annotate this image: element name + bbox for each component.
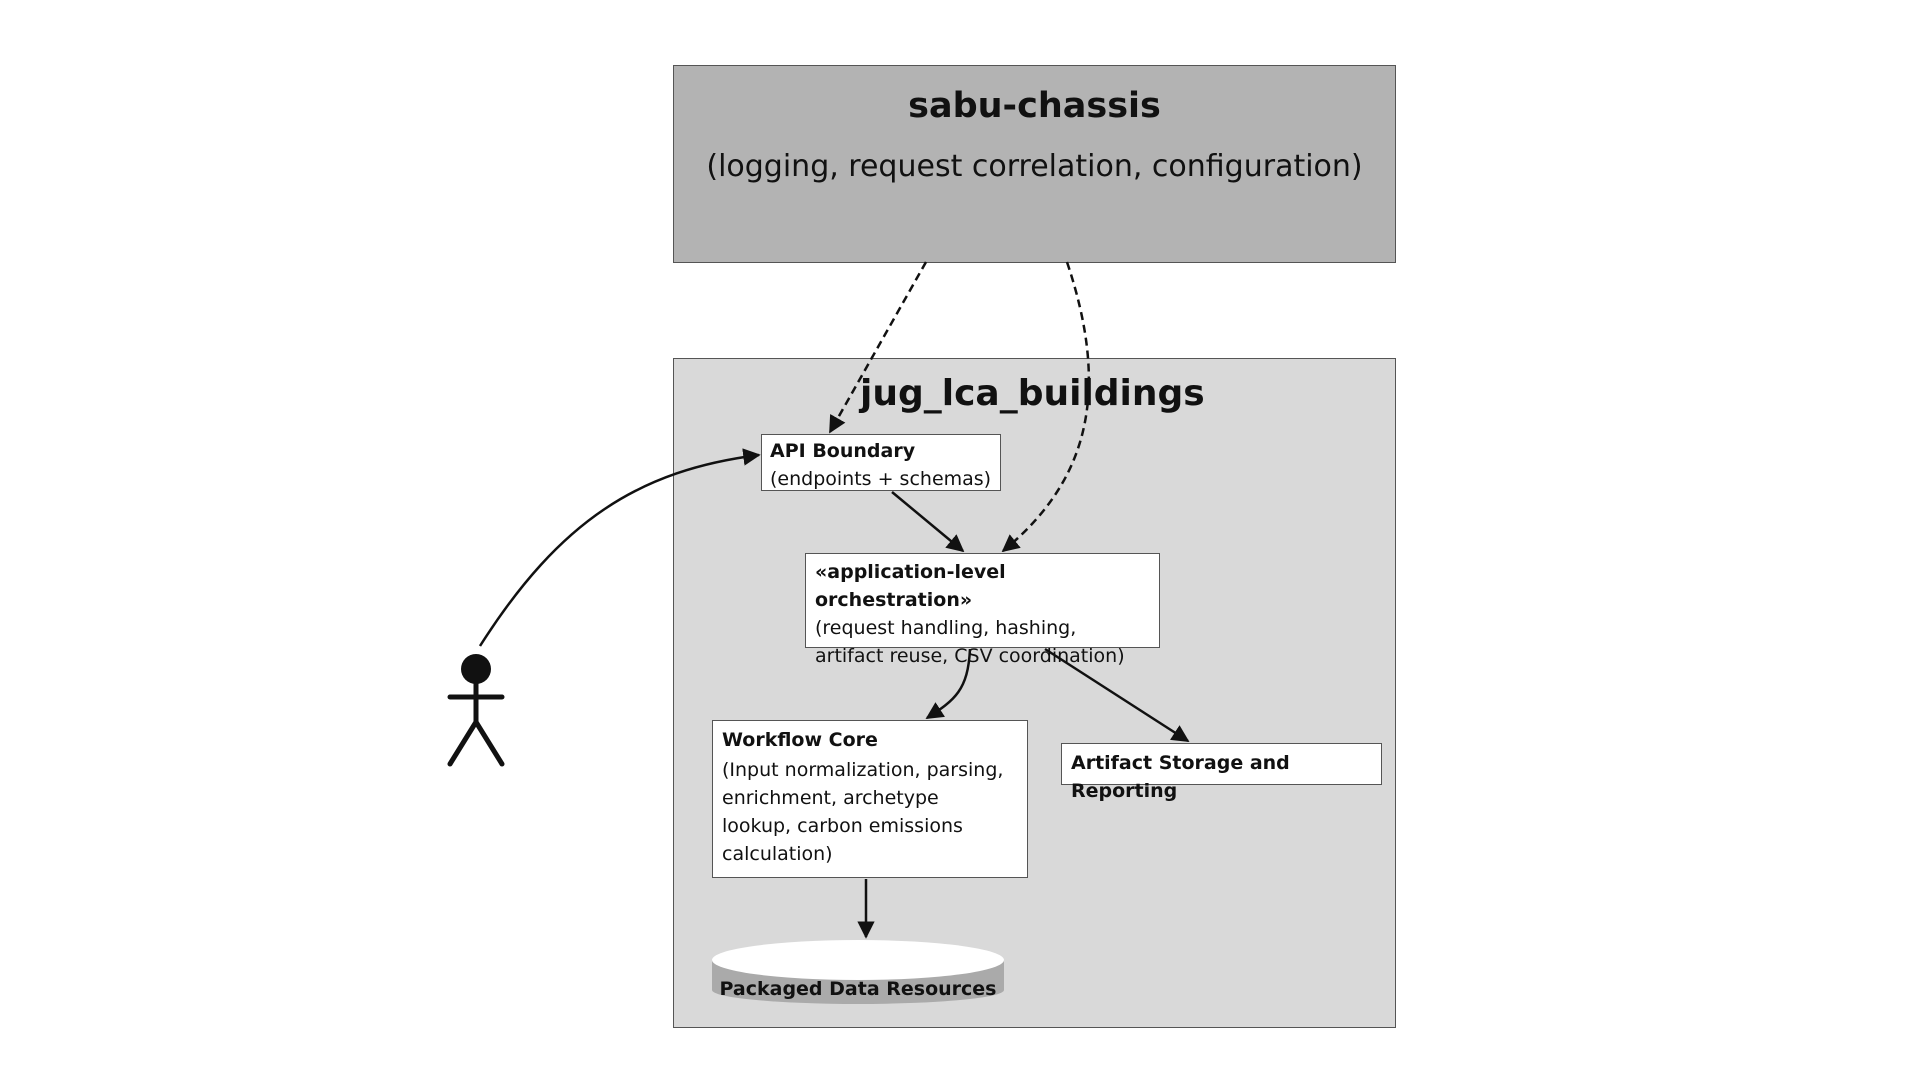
chassis-title: sabu-chassis [908,86,1161,126]
api-boundary-node: API Boundary (endpoints + schemas) [761,434,1001,491]
artifact-storage-node: Artifact Storage and Reporting [1061,743,1382,802]
workflow-core-line: lookup, carbon emissions [722,815,963,837]
artifact-storage-title: Artifact Storage and Reporting [1071,752,1290,802]
sabu-chassis-container: sabu-chassis (logging, request correlati… [673,65,1396,263]
orchestration-title: «application-level orchestration» [815,561,1006,611]
orchestration-line: (request handling, hashing, [815,617,1077,639]
workflow-core-title: Workflow Core [722,729,878,751]
arrow-api-to-orchestration [891,491,965,553]
api-boundary-title: API Boundary [770,440,916,462]
workflow-core-node: Workflow Core (Input normalization, pars… [712,720,1028,878]
stick-figure-actor-icon [447,654,505,767]
workflow-core-line: calculation) [722,843,833,865]
api-boundary-line: (endpoints + schemas) [770,468,992,490]
dashed-arrow-chassis-to-api [828,261,928,434]
orchestration-node: «application-level orchestration» (reque… [805,553,1160,667]
app-title: jug_lca_buildings [860,373,1205,414]
packaged-data-resources-label: Packaged Data Resources [719,978,997,1000]
arrow-actor-to-api [478,448,761,647]
cylinder-database-icon [712,940,1004,1004]
workflow-core-line: enrichment, archetype [722,787,939,809]
workflow-core-line: (Input normalization, parsing, [722,759,1004,781]
chassis-subtitle: (logging, request correlation, configura… [706,149,1363,184]
arrow-orchestration-to-artifact [1044,647,1190,743]
arrow-orchestration-to-workflow [925,648,972,720]
dashed-arrow-chassis-to-orchestration [1001,261,1091,553]
